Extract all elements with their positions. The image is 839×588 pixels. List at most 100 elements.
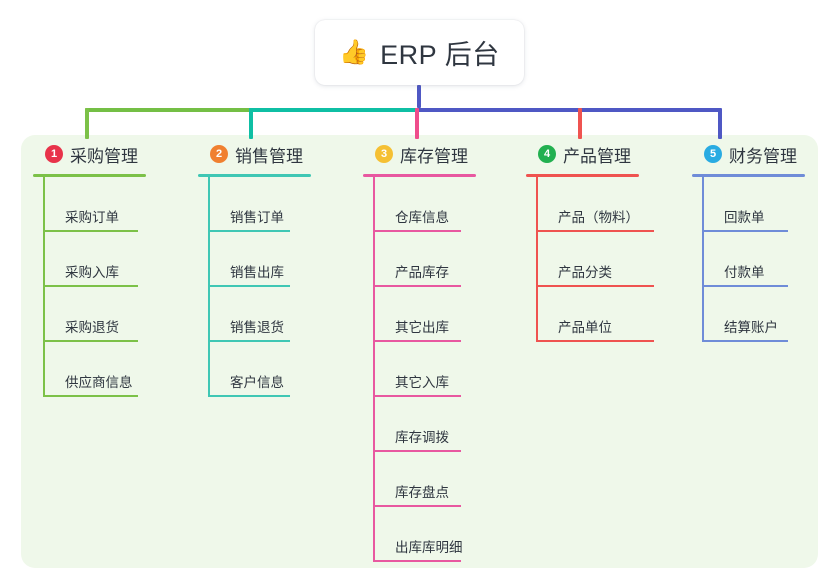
menu-item[interactable]: 采购订单 [43, 177, 146, 232]
menu-item-rule [43, 340, 138, 342]
menu-item-label: 库存调拨 [395, 430, 449, 445]
menu-item[interactable]: 结算账户 [702, 287, 805, 342]
thumbs-up-icon: 👍 [339, 38, 370, 66]
column-title: 销售管理 [235, 146, 303, 166]
menu-item-rule [373, 340, 461, 342]
menu-item[interactable]: 供应商信息 [43, 342, 146, 397]
menu-item-rule [702, 340, 788, 342]
menu-item[interactable]: 销售订单 [208, 177, 311, 232]
column-title: 采购管理 [70, 146, 138, 166]
column-badge-3: 3 [375, 145, 393, 163]
menu-item-rule [208, 395, 290, 397]
menu-item[interactable]: 仓库信息 [373, 177, 476, 232]
bus-segment-teal [249, 108, 419, 112]
column-header-rule [198, 174, 311, 177]
column-1: 1 采购管理采购订单采购入库采购退货供应商信息 [33, 141, 146, 397]
menu-item-rule [43, 230, 138, 232]
column-items: 产品（物料） 产品分类产品单位 [536, 177, 654, 342]
root-node[interactable]: 👍 ERP 后台 [315, 20, 524, 85]
column-header-rule [363, 174, 476, 177]
menu-item-label: 库存盘点 [395, 485, 449, 500]
menu-item[interactable]: 销售退货 [208, 287, 311, 342]
column-header-rule [33, 174, 146, 177]
menu-item-label: 其它入库 [395, 375, 449, 390]
column-header-3[interactable]: 3 库存管理 [363, 141, 476, 167]
column-header-5[interactable]: 5 财务管理 [692, 141, 805, 167]
menu-item-label: 采购订单 [65, 210, 119, 225]
column-header-1[interactable]: 1 采购管理 [33, 141, 146, 167]
bus-segment-blue [417, 108, 721, 112]
menu-item-label: 销售订单 [230, 210, 284, 225]
menu-item-rule [208, 285, 290, 287]
menu-item-label: 其它出库 [395, 320, 449, 335]
menu-item-rule [373, 395, 461, 397]
root-stem-connector [417, 85, 421, 108]
column-badge-5: 5 [704, 145, 722, 163]
content-panel [21, 135, 818, 568]
menu-item-rule [536, 230, 654, 232]
menu-item-label: 付款单 [724, 265, 765, 280]
menu-item[interactable]: 产品库存 [373, 232, 476, 287]
menu-item[interactable]: 产品分类 [536, 232, 654, 287]
menu-item-label: 仓库信息 [395, 210, 449, 225]
menu-item[interactable]: 付款单 [702, 232, 805, 287]
column-items: 仓库信息产品库存其它出库其它入库库存调拨库存盘点出库库明细 [373, 177, 476, 562]
column-badge-2: 2 [210, 145, 228, 163]
menu-item-label: 销售出库 [230, 265, 284, 280]
root-title: ERP 后台 [380, 40, 500, 70]
column-title: 财务管理 [729, 146, 797, 166]
menu-item[interactable]: 库存盘点 [373, 452, 476, 507]
column-5: 5 财务管理回款单付款单结算账户 [692, 141, 805, 342]
menu-item-label: 产品库存 [395, 265, 449, 280]
column-trunk-line [702, 177, 704, 342]
menu-item-rule [43, 395, 138, 397]
column-badge-4: 4 [538, 145, 556, 163]
column-items: 销售订单销售出库销售退货客户信息 [208, 177, 311, 397]
menu-item[interactable]: 采购入库 [43, 232, 146, 287]
column-items: 采购订单采购入库采购退货供应商信息 [43, 177, 146, 397]
drop-connector-3 [415, 108, 419, 139]
menu-item[interactable]: 其它入库 [373, 342, 476, 397]
menu-item[interactable]: 产品（物料） [536, 177, 654, 232]
menu-item-rule [208, 340, 290, 342]
menu-item-label: 供应商信息 [65, 375, 133, 390]
menu-item-label: 产品分类 [558, 265, 612, 280]
menu-item-label: 采购入库 [65, 265, 119, 280]
menu-item[interactable]: 销售出库 [208, 232, 311, 287]
menu-item[interactable]: 产品单位 [536, 287, 654, 342]
menu-item[interactable]: 采购退货 [43, 287, 146, 342]
menu-item-label: 客户信息 [230, 375, 284, 390]
drop-connector-1 [85, 108, 89, 139]
menu-item-label: 产品单位 [558, 320, 612, 335]
column-trunk-line [536, 177, 538, 342]
menu-item-label: 出库库明细 [395, 540, 463, 555]
column-header-rule [692, 174, 805, 177]
menu-item[interactable]: 客户信息 [208, 342, 311, 397]
drop-connector-2 [249, 108, 253, 139]
column-header-rule [526, 174, 639, 177]
menu-item-label: 结算账户 [724, 320, 778, 335]
bus-segment-green [85, 108, 251, 112]
menu-item-rule [702, 285, 788, 287]
menu-item[interactable]: 出库库明细 [373, 507, 476, 562]
menu-item-label: 产品（物料） [558, 210, 639, 225]
column-trunk-line [208, 177, 210, 397]
column-badge-1: 1 [45, 145, 63, 163]
column-title: 库存管理 [400, 146, 468, 166]
menu-item-rule [373, 560, 461, 562]
column-trunk-line [373, 177, 375, 562]
menu-item[interactable]: 库存调拨 [373, 397, 476, 452]
menu-item-rule [536, 340, 654, 342]
column-header-2[interactable]: 2 销售管理 [198, 141, 311, 167]
menu-item-rule [373, 450, 461, 452]
menu-item-rule [208, 230, 290, 232]
menu-item-rule [373, 230, 461, 232]
drop-connector-4 [578, 108, 582, 139]
menu-item[interactable]: 其它出库 [373, 287, 476, 342]
menu-item[interactable]: 回款单 [702, 177, 805, 232]
menu-item-rule [43, 285, 138, 287]
column-items: 回款单付款单结算账户 [702, 177, 805, 342]
